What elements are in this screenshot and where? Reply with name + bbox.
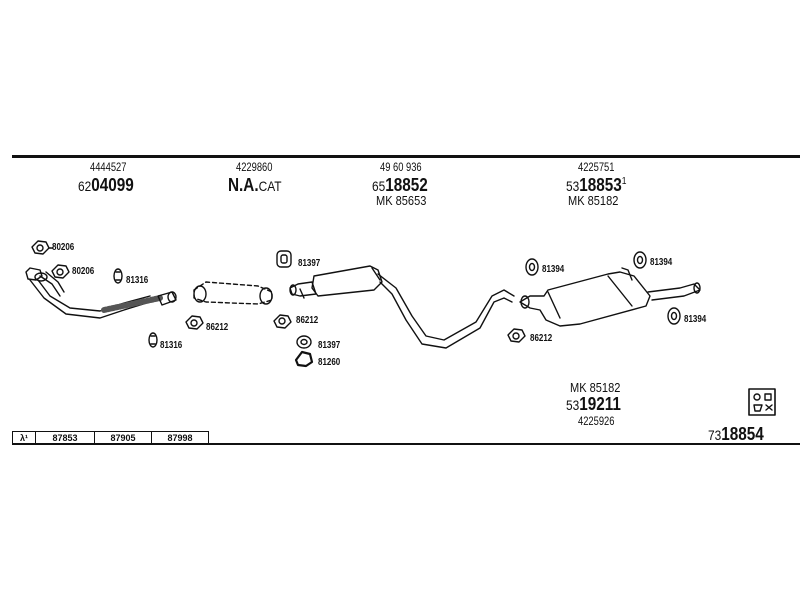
ref-number-4: 4225751 [578, 160, 615, 174]
label-gasket-2: 80206 [72, 266, 95, 277]
footer-divider [12, 443, 800, 445]
gasket-icon-2 [51, 264, 70, 279]
rubber-mount-icon-center-mid [296, 335, 312, 349]
gasket-icon-center [273, 314, 292, 329]
ref-number-2: 4229860 [236, 160, 273, 174]
header-divider [12, 155, 800, 158]
rubber-mount-icon-rear-2 [633, 251, 647, 269]
label-rear-mount-2: 81394 [650, 257, 673, 268]
ref-number-1: 4444527 [90, 160, 127, 174]
part-number-bottom: 5319211 [566, 394, 621, 414]
label-clamp-left: 81316 [126, 275, 149, 286]
lambda-value-2: 87905 [95, 431, 152, 444]
intermediate-pipe [377, 273, 515, 349]
catalytic-converter [193, 281, 273, 305]
ref-number-bottom: 4225926 [578, 414, 615, 428]
rear-muffler [519, 267, 701, 327]
label-rear-gasket: 86212 [530, 333, 553, 344]
clamp-icon-left [113, 268, 123, 284]
gasket-icon-rear [507, 328, 526, 343]
label-mount-center-mid: 81397 [318, 340, 341, 351]
catalog-number: 7318854 [708, 424, 764, 444]
label-mount-center-top: 81397 [298, 258, 321, 269]
rubber-mount-icon-center-top [276, 250, 292, 268]
rubber-mount-icon-rear-3 [667, 307, 681, 325]
center-muffler [289, 265, 383, 299]
lambda-sensor-table: λ¹ 87853 87905 87998 [12, 431, 209, 444]
lambda-symbol: λ¹ [13, 431, 36, 444]
part-number-2: N.A.CAT [228, 175, 282, 195]
lambda-value-1: 87853 [36, 431, 95, 444]
label-cat-gasket: 86212 [206, 322, 229, 333]
rubber-mount-icon-rear-1 [525, 258, 539, 276]
label-clamp-bottom-left: 81316 [160, 340, 183, 351]
lambda-value-3: 87998 [152, 431, 209, 444]
front-downpipe [25, 267, 177, 319]
gasket-icon-cat [185, 315, 204, 330]
fitting-kit-icon [748, 388, 776, 416]
label-gasket-1: 80206 [52, 242, 75, 253]
part-number-4: 53188531 [566, 175, 627, 195]
label-rear-mount-3: 81394 [684, 314, 707, 325]
ref-number-3: 49 60 936 [380, 160, 422, 174]
gasket-icon-1 [31, 240, 54, 255]
label-mount-center-bottom: 81260 [318, 357, 341, 368]
clamp-icon-bottom-left [148, 332, 158, 348]
mk-number-4: MK 85182 [568, 193, 619, 208]
label-rear-mount-1: 81394 [542, 264, 565, 275]
mk-number-bottom: MK 85182 [570, 380, 621, 395]
part-number-3: 6518852 [372, 175, 428, 195]
hanger-icon-center-bottom [294, 350, 314, 368]
label-mount-center-gasket: 86212 [296, 315, 319, 326]
part-number-1: 6204099 [78, 175, 134, 195]
mk-number-3: MK 85653 [376, 193, 427, 208]
